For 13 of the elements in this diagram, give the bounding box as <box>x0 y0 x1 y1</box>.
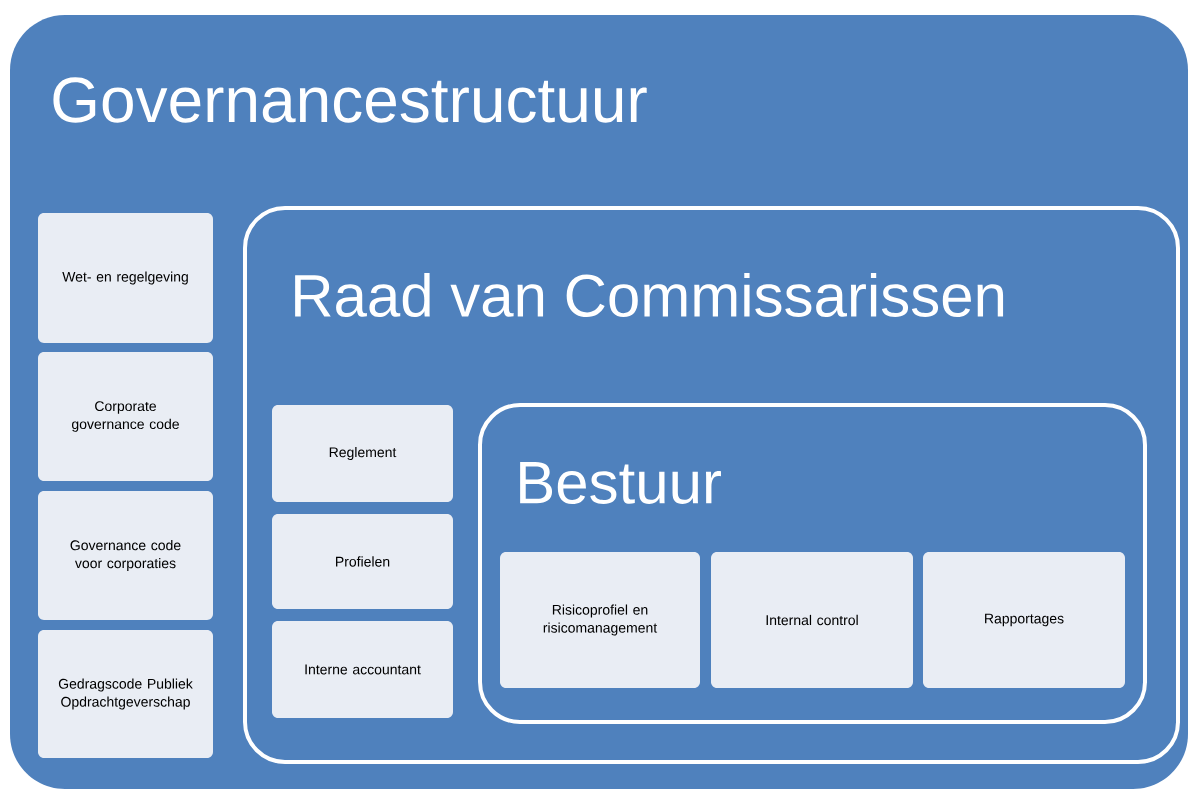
text-box: Risicoprofiel en risicomanagement <box>500 552 700 688</box>
text-box: Profielen <box>272 514 453 609</box>
text-box: Interne accountant <box>272 621 453 718</box>
heading: Bestuur <box>520 462 721 504</box>
text-box: Gedragscode Publiek Opdrachtgeverschap <box>38 630 213 758</box>
heading: Governancestructuur <box>53 77 647 123</box>
text-box: Corporate governance code <box>38 352 213 481</box>
text-box: Reglement <box>272 405 453 502</box>
text-box: Rapportages <box>923 552 1125 688</box>
heading: Raad van Commissarissen <box>295 272 1004 317</box>
text-box: Governance code voor corporaties <box>38 491 213 620</box>
text-box: Internal control <box>711 552 913 688</box>
text-box: Wet- en regelgeving <box>38 213 213 343</box>
